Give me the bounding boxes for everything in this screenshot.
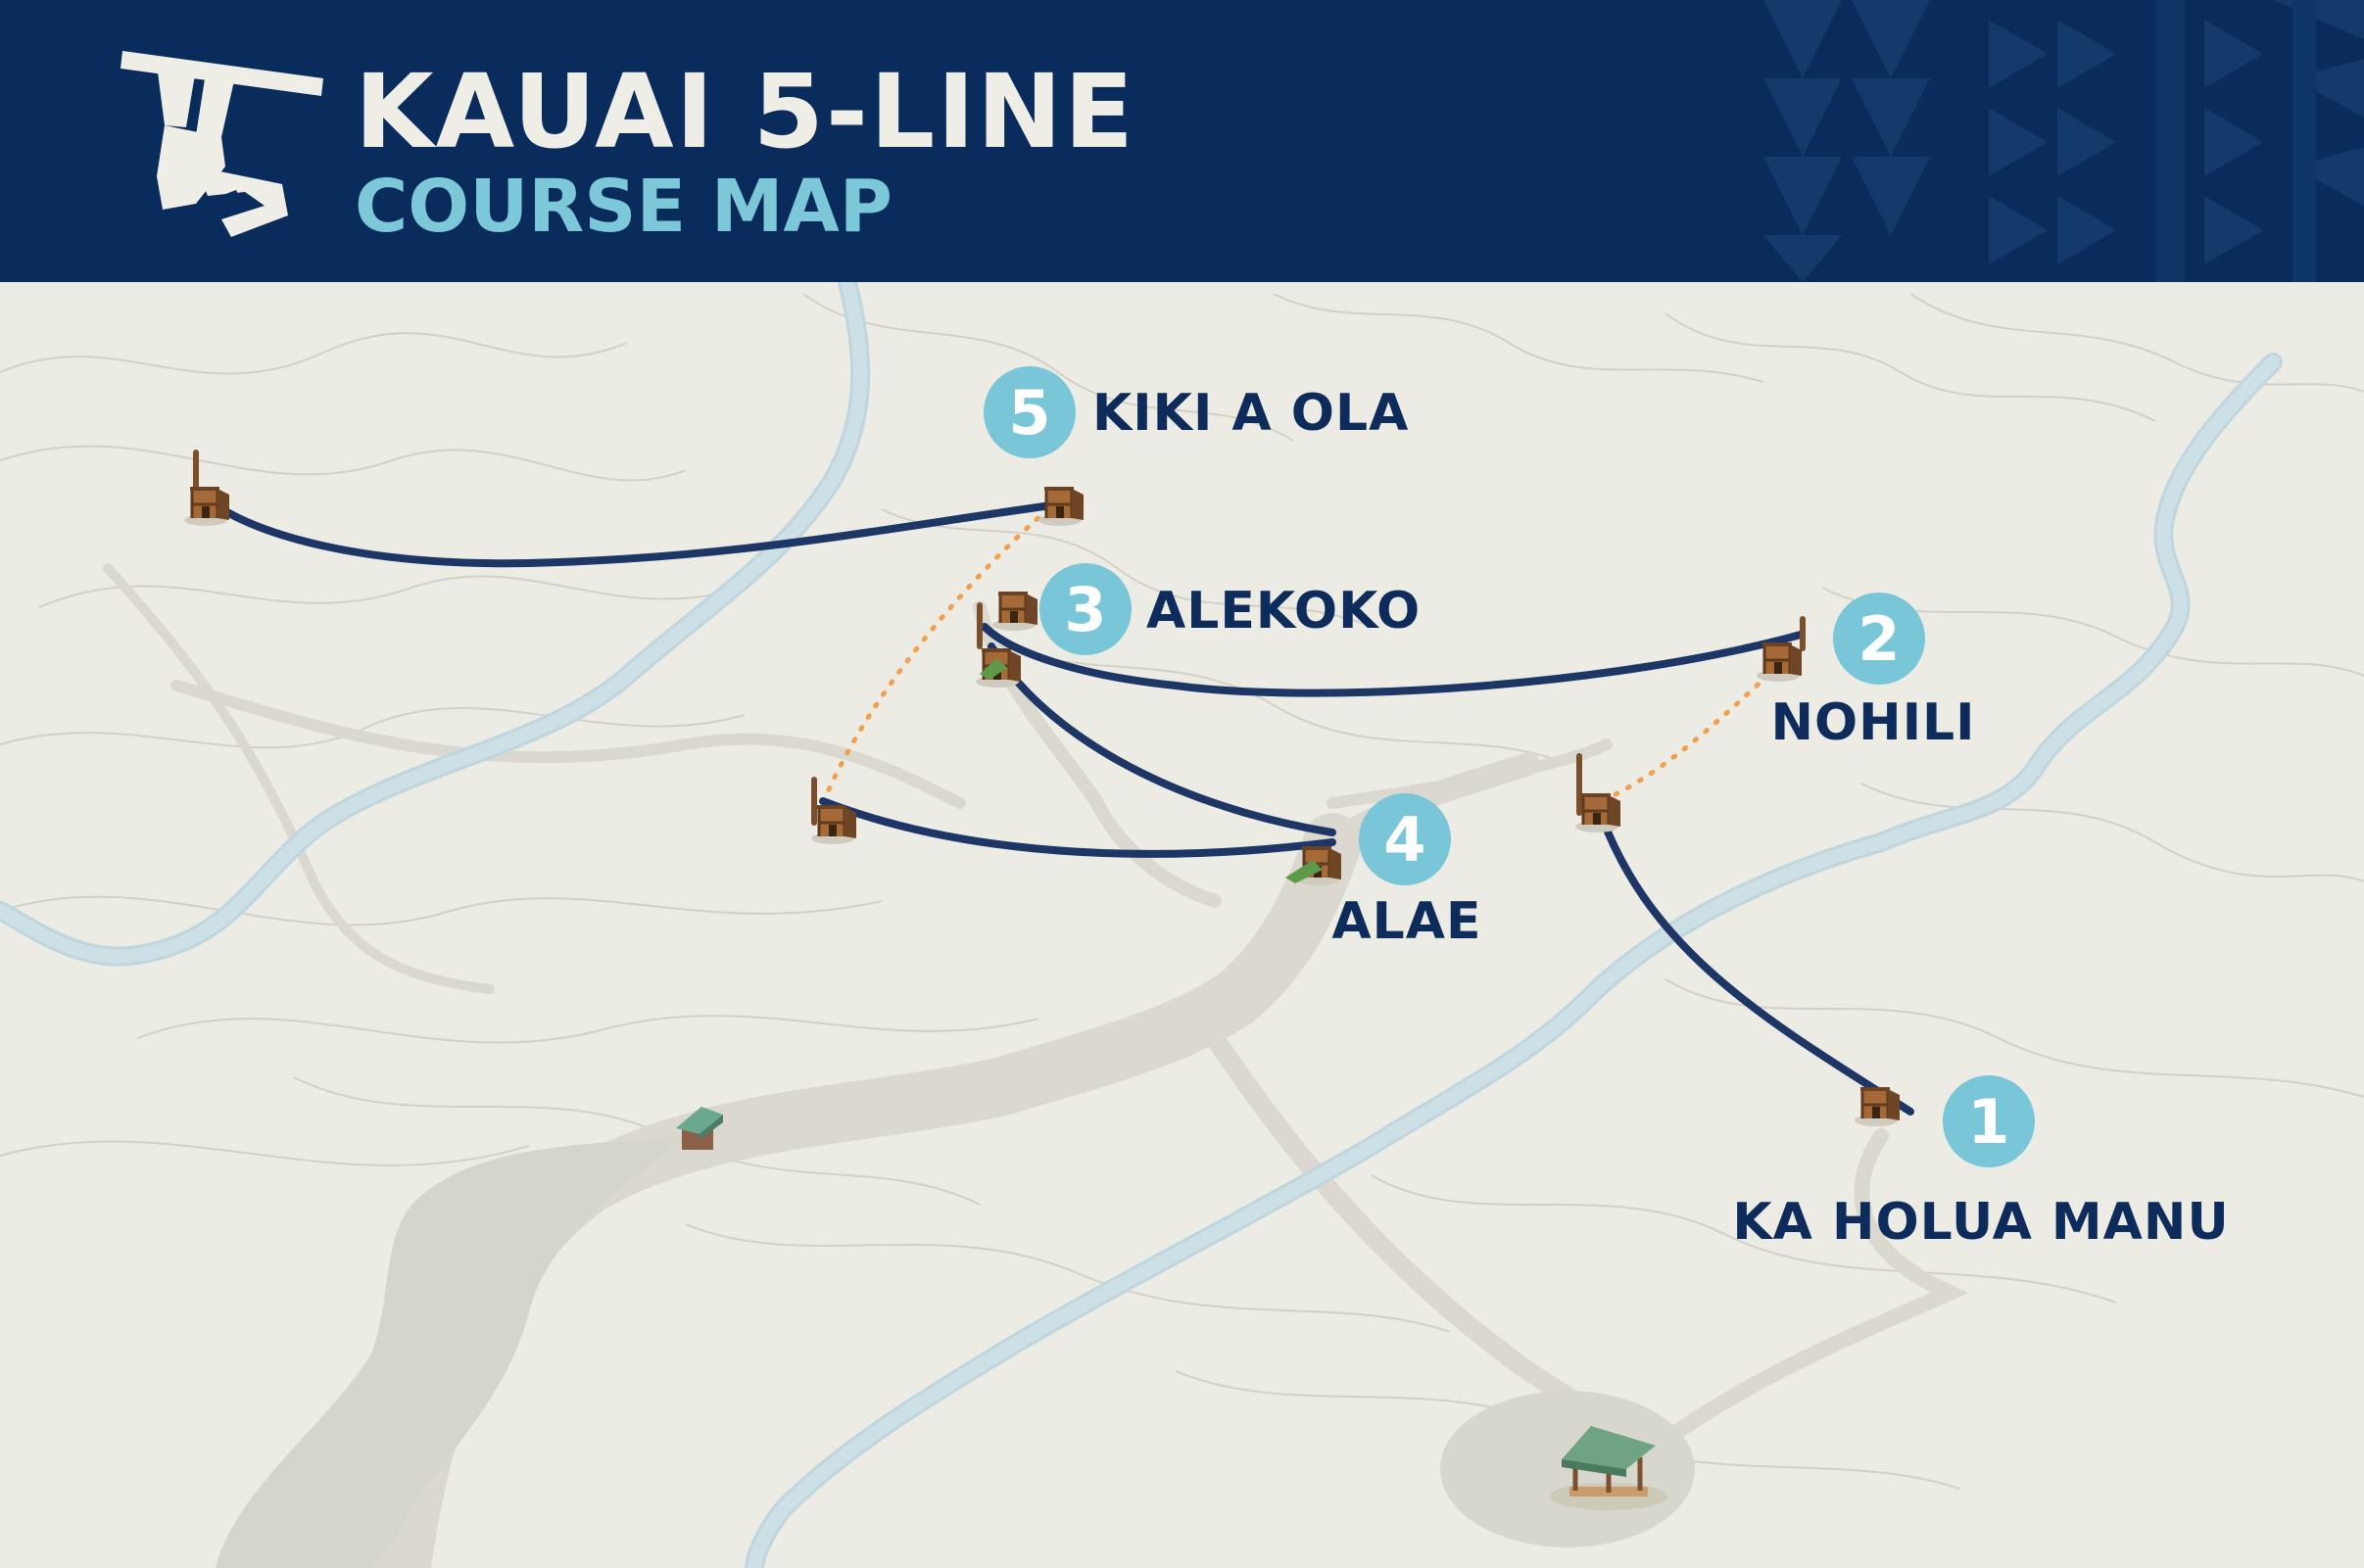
stop-markers: 1 KA HOLUA MANU 2 NOHILI 3 ALEKOKO 4 ALA… — [984, 366, 2229, 1252]
landing-ramp-icon — [1285, 860, 1323, 883]
page-subtitle: COURSE MAP — [355, 165, 893, 249]
pavilion-clearing — [1440, 1391, 1695, 1547]
platform-tower-icon — [1037, 487, 1086, 528]
platform-tower-icon — [990, 592, 1039, 633]
stop-name: KA HOLUA MANU — [1732, 1193, 2229, 1252]
stop-number: 3 — [1064, 574, 1106, 645]
stop-marker-circle — [1943, 1075, 2035, 1167]
stop-marker-4[interactable]: 4 ALAE — [1331, 793, 1481, 951]
pattern-band — [2155, 0, 2185, 282]
platforms — [182, 487, 1902, 1128]
platform-tower-icon — [1573, 793, 1622, 834]
stop-number: 5 — [1008, 377, 1050, 449]
stop-name: ALAE — [1331, 892, 1481, 951]
clearing-area — [216, 1136, 686, 1568]
walk-connector-5-to-4 — [820, 506, 1051, 806]
platform-tower-icon — [809, 805, 858, 846]
header-banner: KAUAI 5-LINE COURSE MAP — [0, 0, 2364, 282]
stop-marker-circle — [1359, 793, 1451, 885]
stop-name: ALEKOKO — [1146, 582, 1421, 641]
stop-marker-circle — [1833, 593, 1925, 685]
zipline-rider-logo-icon — [121, 51, 323, 237]
stop-number: 4 — [1383, 804, 1425, 876]
walk-connector-2-to-1 — [1594, 663, 1781, 806]
stop-marker-1[interactable]: 1 KA HOLUA MANU — [1732, 1075, 2229, 1252]
stop-marker-5[interactable]: 5 KIKI A OLA — [984, 366, 1409, 458]
page-title: KAUAI 5-LINE — [355, 52, 1135, 171]
zipline-2 — [981, 623, 1805, 697]
poles — [193, 450, 1806, 826]
stop-marker-circle — [984, 366, 1076, 458]
platform-tower-icon — [1755, 642, 1804, 684]
rivers — [0, 272, 2283, 1568]
pattern-band — [2292, 0, 2316, 282]
walk-connectors — [820, 506, 1781, 806]
hut-icon — [676, 1107, 723, 1150]
zipline-4 — [819, 797, 1336, 858]
landing-ramp-icon — [980, 658, 1007, 680]
platform-tower-icon — [1853, 1087, 1902, 1128]
stop-number: 2 — [1857, 603, 1900, 675]
stop-marker-3[interactable]: 3 ALEKOKO — [1039, 563, 1421, 655]
stop-name: NOHILI — [1770, 693, 1975, 752]
contour-lines — [0, 293, 2364, 1490]
stop-marker-circle — [1039, 563, 1132, 655]
zipline-5 — [197, 491, 1062, 568]
stop-name: KIKI A OLA — [1092, 384, 1409, 443]
platform-tower-icon — [182, 487, 231, 528]
pavilion-icon — [1550, 1426, 1667, 1510]
tribal-pattern — [1763, 0, 2364, 282]
stop-marker-2[interactable]: 2 NOHILI — [1770, 593, 1975, 752]
zipline-1 — [1593, 799, 1914, 1116]
stop-number: 1 — [1967, 1086, 2009, 1158]
